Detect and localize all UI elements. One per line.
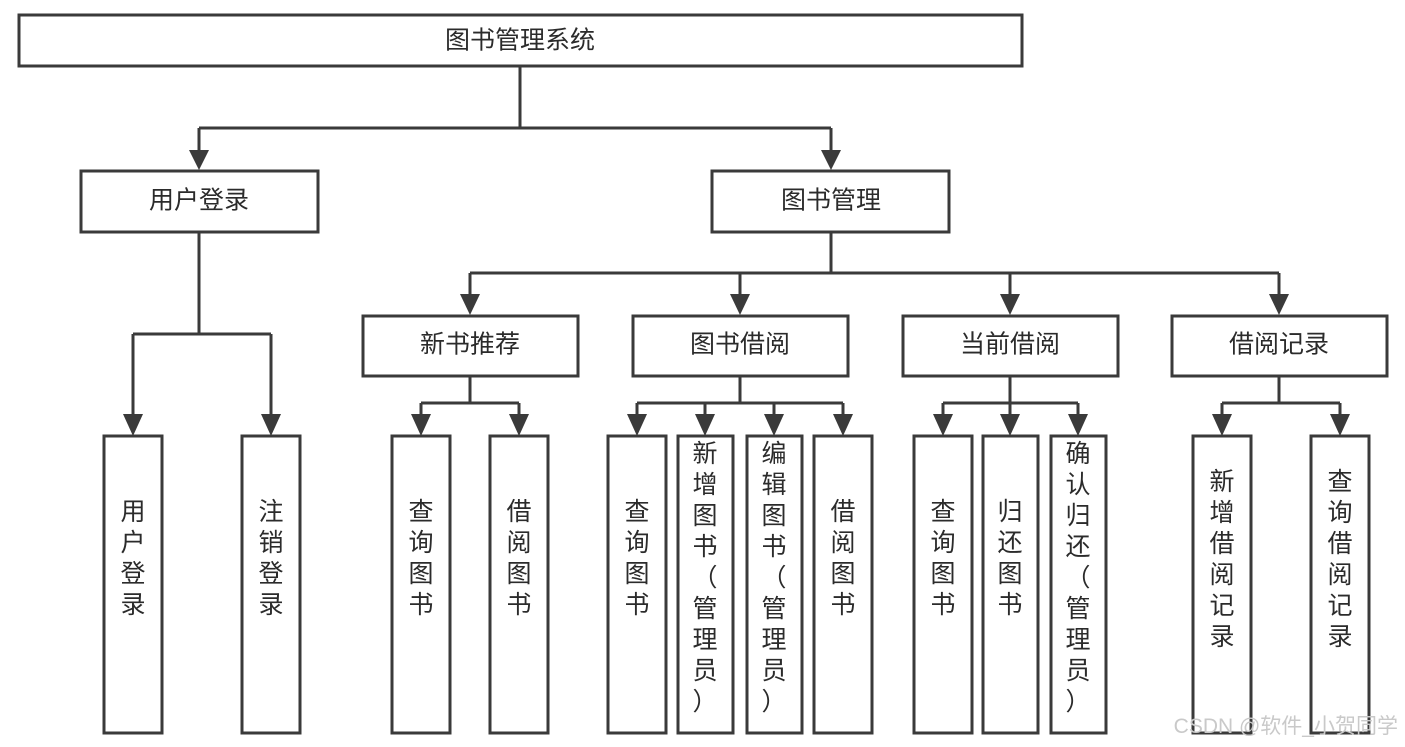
node-leaf-logout-box[interactable]	[240, 434, 302, 735]
node-leaf-return-book-box[interactable]	[981, 434, 1040, 735]
node-leaf-query-record-box[interactable]	[1309, 434, 1371, 735]
node-borrow-record-label: 借阅记录	[1229, 331, 1329, 359]
node-leaf-query-record[interactable]: 查询借阅记录	[1309, 434, 1371, 735]
node-leaf-query-book-1[interactable]: 查询图书	[390, 434, 452, 735]
node-book-borrow-box[interactable]	[631, 314, 850, 378]
connector-new-book-rec-trunk	[419, 377, 521, 418]
node-book-borrow-label: 图书借阅	[690, 331, 790, 359]
node-leaf-add-book-label: 新增图书（管理员）	[692, 440, 717, 716]
node-new-book-rec-label: 新书推荐	[420, 331, 520, 359]
node-leaf-edit-book[interactable]: 编辑图书（管理员）	[745, 434, 804, 735]
arrow-to-user-login	[189, 150, 209, 170]
node-new-book-rec[interactable]: 新书推荐	[361, 314, 580, 378]
arrow-to-current-borrow	[1000, 294, 1020, 315]
arrow-to-leaf-borrow-book-1	[509, 414, 529, 436]
node-leaf-return-book-label: 归还图书	[997, 498, 1022, 619]
node-leaf-user-login-box[interactable]	[102, 434, 164, 735]
node-leaf-query-book-1-label: 查询图书	[408, 498, 433, 619]
connector-book-borrow-trunk	[635, 377, 845, 418]
arrow-to-leaf-logout	[261, 414, 281, 436]
node-root[interactable]: 图书管理系统	[17, 13, 1024, 68]
arrow-to-leaf-user-login	[123, 414, 143, 436]
arrow-to-leaf-query-book-3	[933, 414, 953, 436]
arrow-to-leaf-confirm-return	[1068, 414, 1088, 436]
node-leaf-query-book-3-label: 查询图书	[930, 498, 955, 619]
node-leaf-user-login-label: 用户登录	[120, 498, 145, 619]
node-leaf-return-book[interactable]: 归还图书	[981, 434, 1040, 735]
node-leaf-add-book-box[interactable]	[676, 434, 735, 735]
arrow-to-leaf-query-book-2	[627, 414, 647, 436]
node-root-label: 图书管理系统	[445, 27, 595, 55]
node-leaf-add-record[interactable]: 新增借阅记录	[1191, 434, 1253, 735]
node-leaf-confirm-return-label: 确认归还（管理员）	[1065, 440, 1090, 716]
node-leaf-edit-book-label: 编辑图书（管理员）	[761, 440, 786, 716]
node-leaf-borrow-book-2-box[interactable]	[812, 434, 874, 735]
connector-user-login-trunk	[131, 232, 273, 418]
node-leaf-add-book[interactable]: 新增图书（管理员）	[676, 434, 735, 735]
node-new-book-rec-box[interactable]	[361, 314, 580, 378]
node-borrow-record-box[interactable]	[1170, 314, 1389, 378]
node-leaf-query-book-3-box[interactable]	[912, 434, 974, 735]
node-leaf-borrow-book-1-box[interactable]	[488, 434, 550, 735]
node-leaf-logout-label: 注销登录	[258, 498, 283, 619]
node-leaf-borrow-book-1-label: 借阅图书	[506, 498, 531, 619]
node-leaf-borrow-book-2[interactable]: 借阅图书	[812, 434, 874, 735]
node-leaf-query-book-2-box[interactable]	[606, 434, 668, 735]
arrow-to-leaf-add-book	[695, 414, 715, 436]
csdn-watermark: CSDN @软件_小贺同学	[1174, 715, 1398, 738]
node-leaf-user-login[interactable]: 用户登录	[102, 434, 164, 735]
node-leaf-query-book-2-label: 查询图书	[624, 498, 649, 619]
node-user-login-box[interactable]	[79, 169, 320, 234]
node-leaf-query-book-2[interactable]: 查询图书	[606, 434, 668, 735]
node-book-mgmt-label: 图书管理	[781, 187, 881, 215]
arrow-to-book-borrow	[730, 294, 750, 315]
arrow-to-leaf-edit-book	[764, 414, 784, 436]
node-book-borrow[interactable]: 图书借阅	[631, 314, 850, 378]
node-root-box[interactable]	[17, 13, 1024, 68]
arrow-to-new-book-rec	[460, 294, 480, 315]
connector-borrow-record-trunk	[1220, 377, 1342, 418]
node-book-mgmt[interactable]: 图书管理	[710, 169, 951, 234]
arrow-to-leaf-query-book-1	[411, 414, 431, 436]
arrow-to-leaf-query-record	[1330, 414, 1350, 436]
connector-layer	[123, 66, 1350, 436]
node-current-borrow-label: 当前借阅	[960, 331, 1060, 359]
connector-current-borrow-trunk	[941, 377, 1080, 418]
node-user-login-label: 用户登录	[149, 187, 249, 215]
arrow-to-leaf-add-record	[1212, 414, 1232, 436]
node-leaf-add-record-label: 新增借阅记录	[1209, 468, 1234, 651]
connector-book-mgmt-trunk	[468, 232, 1281, 297]
node-leaf-confirm-return[interactable]: 确认归还（管理员）	[1049, 434, 1108, 735]
node-current-borrow[interactable]: 当前借阅	[901, 314, 1120, 378]
node-leaf-query-book-1-box[interactable]	[390, 434, 452, 735]
arrow-to-leaf-borrow-book-2	[833, 414, 853, 436]
node-current-borrow-box[interactable]	[901, 314, 1120, 378]
arrow-to-book-mgmt	[821, 150, 841, 170]
node-leaf-borrow-book-1[interactable]: 借阅图书	[488, 434, 550, 735]
node-leaf-add-record-box[interactable]	[1191, 434, 1253, 735]
node-borrow-record[interactable]: 借阅记录	[1170, 314, 1389, 378]
node-leaf-confirm-return-box[interactable]	[1049, 434, 1108, 735]
node-leaf-query-record-label: 查询借阅记录	[1327, 468, 1352, 651]
node-user-login[interactable]: 用户登录	[79, 169, 320, 234]
connector-root-trunk	[197, 66, 833, 152]
node-book-mgmt-box[interactable]	[710, 169, 951, 234]
arrow-to-leaf-return-book	[1000, 414, 1020, 436]
arrow-to-borrow-record	[1269, 294, 1289, 315]
node-leaf-edit-book-box[interactable]	[745, 434, 804, 735]
node-leaf-logout[interactable]: 注销登录	[240, 434, 302, 735]
node-leaf-query-book-3[interactable]: 查询图书	[912, 434, 974, 735]
node-leaf-borrow-book-2-label: 借阅图书	[830, 498, 855, 619]
